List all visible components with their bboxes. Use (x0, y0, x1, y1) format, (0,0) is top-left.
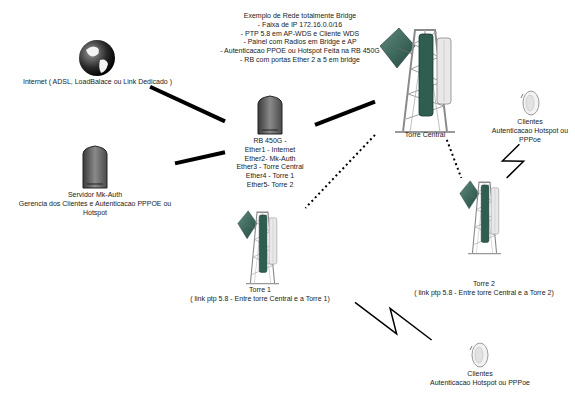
node-title: Internet ( ADSL, LoadBalace ou Link Dedi… (15, 78, 180, 87)
node-text: ( link ptp 5.8 - Entre torre Central e a… (165, 295, 355, 304)
tower-node: Torre Central (375, 25, 475, 140)
node-title: Torre 1 (165, 286, 355, 295)
dish-icon (470, 343, 488, 367)
server-node: Servidor Mk-AuthGerencia dos Clientes e … (15, 145, 175, 217)
node-title: Clientes (420, 370, 540, 379)
tower-icon (238, 211, 279, 284)
node-title: Torre Central (375, 131, 475, 140)
node-text: Ether1 - Internet (225, 146, 315, 155)
globe-icon (79, 40, 115, 76)
node-text: Gerencia dos Clientes e Autenticacao PPP… (15, 200, 175, 218)
node-text: Ether3 - Torre Central (225, 163, 315, 172)
note-line: - Painel com Radios em Bridge e AP (190, 38, 410, 47)
node-title: Servidor Mk-Auth (15, 191, 175, 200)
note-line: - Autenticacao PPOE ou Hotspot Feita na … (190, 47, 410, 56)
node-text: Ether5- Torre 2 (225, 181, 315, 190)
node-text: Ether4 - Torre 1 (225, 172, 315, 181)
tower-icon (380, 28, 455, 132)
note-line: - RB com portas Ether 2 a 5 em bridge (190, 56, 410, 65)
internet-node: Internet ( ADSL, LoadBalace ou Link Dedi… (15, 38, 180, 87)
cable-link (315, 102, 375, 125)
server-icon (83, 146, 107, 188)
node-title: RB 450G - (225, 137, 315, 146)
client-node: ClientesAutenticacao Hotspot ou PPPoe (420, 340, 540, 388)
dish-icon (521, 91, 539, 115)
node-text: Ether2- Mk-Auth (225, 155, 315, 164)
wireless-link (355, 302, 432, 340)
tower-node: Torre 1( link ptp 5.8 - Entre torre Cent… (165, 208, 355, 304)
client-node: ClientesAutenticacao Hotspot ou PPPoe (488, 88, 572, 144)
ptp-link (447, 140, 462, 178)
tower-node: Torre 2( link ptp 5.8 - Entre torre Cent… (398, 178, 570, 298)
node-text: ( link ptp 5.8 - Entre torre Central e a… (398, 289, 570, 298)
node-text: Autenticacao Hotspot ou PPPoe (488, 127, 572, 145)
router-icon (258, 96, 282, 134)
ptp-link (305, 135, 375, 208)
router-node: RB 450G -Ether1 - InternetEther2- Mk-Aut… (225, 95, 315, 190)
node-text: Autenticacao Hotspot ou PPPoe (420, 379, 540, 388)
cable-link (150, 87, 225, 122)
tower-icon (460, 181, 501, 254)
note-line: - PTP 5.8 em AP-WDS e Cliente WDS (190, 30, 410, 39)
node-title: Clientes (488, 118, 572, 127)
cable-link (175, 152, 225, 163)
note-block: Exemplo de Rede totalmente Bridge- Faixa… (190, 12, 410, 65)
note-line: - Faixa de IP 172.16.0.0/16 (190, 21, 410, 30)
note-title: Exemplo de Rede totalmente Bridge (190, 12, 410, 21)
wireless-link (502, 144, 523, 178)
node-title: Torre 2 (398, 280, 570, 289)
